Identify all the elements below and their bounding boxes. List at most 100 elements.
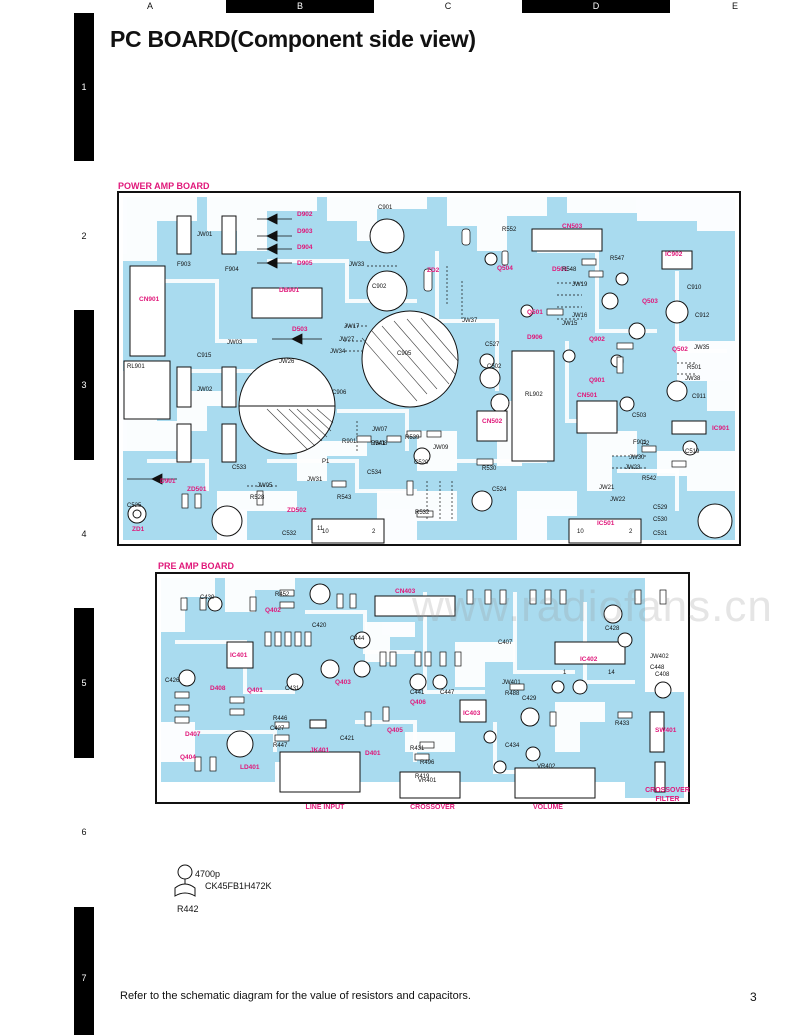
label-r415: R433 bbox=[615, 721, 630, 727]
connector-pin-10b: 10 bbox=[577, 529, 584, 535]
row-label-5: 5 bbox=[81, 678, 87, 688]
left-margin bbox=[0, 0, 74, 1035]
power-board-label: POWER AMP BOARD bbox=[118, 181, 210, 191]
label-c524: C527 bbox=[485, 342, 500, 348]
label-c531: C533 bbox=[232, 465, 247, 471]
label-c523: C525 bbox=[127, 503, 142, 509]
connector-pin-10: 10 bbox=[322, 529, 329, 535]
label-ic401: IC401 bbox=[230, 652, 248, 659]
volume-label: VOLUME bbox=[533, 804, 563, 811]
column-label-d: D bbox=[522, 0, 670, 13]
column-label-b: B bbox=[226, 0, 374, 13]
label-cn502: CN502 bbox=[482, 418, 503, 425]
label-c427: C427 bbox=[270, 726, 285, 732]
label-jw20: JW22 bbox=[610, 497, 626, 503]
page-number: 3 bbox=[750, 990, 757, 1004]
label-q902: Q902 bbox=[589, 336, 605, 343]
label-r428: R446 bbox=[273, 716, 288, 722]
label-jw31: JW34 bbox=[330, 349, 346, 355]
label-q406: Q406 bbox=[410, 699, 426, 706]
label-rl902: RL902 bbox=[525, 392, 543, 398]
label-sw401: SW401 bbox=[655, 727, 677, 734]
label-r536: R541 bbox=[371, 441, 386, 447]
label-jw29: JW31 bbox=[307, 477, 323, 483]
label-jw401: C448 bbox=[650, 665, 665, 671]
line-input-label: LINE INPUT bbox=[305, 804, 345, 811]
label-jw21: JW23 bbox=[625, 465, 641, 471]
crossover-filter-label-line1: CROSSOVER bbox=[645, 787, 690, 794]
legend-part: CK45FB1H472K bbox=[205, 881, 272, 891]
label-c447: C447 bbox=[440, 690, 455, 696]
label-c905: C905 bbox=[397, 351, 412, 357]
label-jw15: JW17 bbox=[344, 324, 360, 330]
label-jw36: JW38 bbox=[685, 376, 701, 382]
label-q401: Q401 bbox=[247, 687, 263, 694]
label-c529: C531 bbox=[653, 531, 668, 537]
connector-pin-11: 11 bbox=[317, 526, 324, 532]
watermark: www.radiofans.cn bbox=[412, 582, 773, 631]
label-q402: Q402 bbox=[265, 607, 281, 614]
label-jw07: JW09 bbox=[433, 445, 449, 451]
column-label-c: C bbox=[444, 1, 452, 11]
label-t5a: JW02 bbox=[197, 387, 213, 393]
label-cn901: CN901 bbox=[139, 296, 160, 303]
row-label-4: 4 bbox=[81, 529, 87, 539]
label-jw35: JW37 bbox=[462, 318, 478, 324]
label-c420: C420 bbox=[312, 623, 327, 629]
label-d903: D903 bbox=[297, 228, 313, 235]
label-q405: Q405 bbox=[387, 727, 403, 734]
label-cn403: CN403 bbox=[395, 588, 416, 595]
label-jw25: JW27 bbox=[339, 337, 355, 343]
label-q404: Q404 bbox=[180, 754, 196, 761]
label-c430: C430 bbox=[200, 595, 215, 601]
label-jw30: JW33 bbox=[349, 262, 365, 268]
label-c910: C910 bbox=[687, 285, 702, 291]
label-ic402: IC402 bbox=[580, 656, 598, 663]
label-jw06: JW08 bbox=[372, 441, 388, 447]
label-r534: R539 bbox=[405, 435, 420, 441]
label-d904: D904 bbox=[297, 244, 313, 251]
row-label-3: 3 bbox=[81, 380, 87, 390]
label-c428: C428 bbox=[605, 626, 620, 632]
label-r525: R530 bbox=[482, 466, 497, 472]
label-r550: P2 bbox=[642, 441, 650, 447]
label-rl901: RL901 bbox=[127, 364, 145, 370]
label-c528: C530 bbox=[653, 517, 668, 523]
label-c911: C911 bbox=[692, 394, 707, 400]
label-d408: D408 bbox=[210, 685, 226, 692]
label-c434: C434 bbox=[505, 743, 520, 749]
label-r413: R431 bbox=[410, 746, 425, 752]
label-c902: C902 bbox=[372, 284, 387, 290]
row-label-7: 7 bbox=[81, 973, 87, 983]
label-c915: C915 bbox=[197, 353, 212, 359]
label-c518: C520 bbox=[414, 460, 429, 466]
page-title: PC BOARD(Component side view) bbox=[110, 26, 476, 52]
label-c517: C519 bbox=[685, 449, 700, 455]
label-c530: C532 bbox=[282, 531, 297, 537]
label-jw03: JW05 bbox=[257, 483, 273, 489]
column-label-e: E bbox=[731, 1, 738, 11]
crossover-filter-label-line2: FILTER bbox=[655, 796, 680, 803]
label-c901: C901 bbox=[378, 205, 393, 211]
row-label-1: 1 bbox=[81, 82, 87, 92]
legend-symbol bbox=[174, 864, 196, 897]
label-ic901: IC901 bbox=[712, 425, 730, 432]
legend-ref: R442 bbox=[177, 904, 199, 914]
label-q503: Q503 bbox=[642, 298, 658, 305]
label-ld401: LD401 bbox=[240, 764, 260, 771]
label-c533: F901 bbox=[633, 440, 647, 446]
power-amp-board: D902 D903 D904 D905 CN503 IC902 ZD2 Q504… bbox=[117, 191, 741, 546]
label-r401: R419 bbox=[415, 774, 430, 780]
label-r547: R552 bbox=[502, 227, 517, 233]
label-jw17: JW19 bbox=[572, 282, 588, 288]
label-c429: C429 bbox=[522, 696, 537, 702]
label-zd501: ZD501 bbox=[187, 486, 207, 493]
label-vr401: VR401 bbox=[418, 778, 437, 784]
column-ruler: A B C D E bbox=[74, 0, 800, 13]
label-jw13: JW15 bbox=[562, 321, 578, 327]
label-c441: C441 bbox=[410, 690, 425, 696]
label-jw14: JW16 bbox=[572, 313, 588, 319]
label-r537: R542 bbox=[642, 476, 657, 482]
label-q504: Q504 bbox=[497, 265, 513, 272]
label-r470: R488 bbox=[505, 691, 520, 697]
